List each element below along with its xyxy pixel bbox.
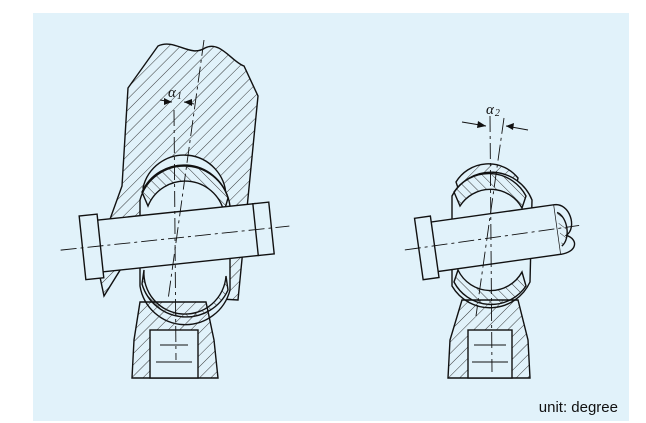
right-joint-assembly xyxy=(404,115,580,379)
left-joint-assembly xyxy=(60,39,290,379)
right-pin xyxy=(426,203,562,273)
alpha-2-label: α2 xyxy=(486,102,500,119)
alpha-1-label: α1 xyxy=(168,85,182,102)
unit-label: unit: degree xyxy=(538,399,618,416)
